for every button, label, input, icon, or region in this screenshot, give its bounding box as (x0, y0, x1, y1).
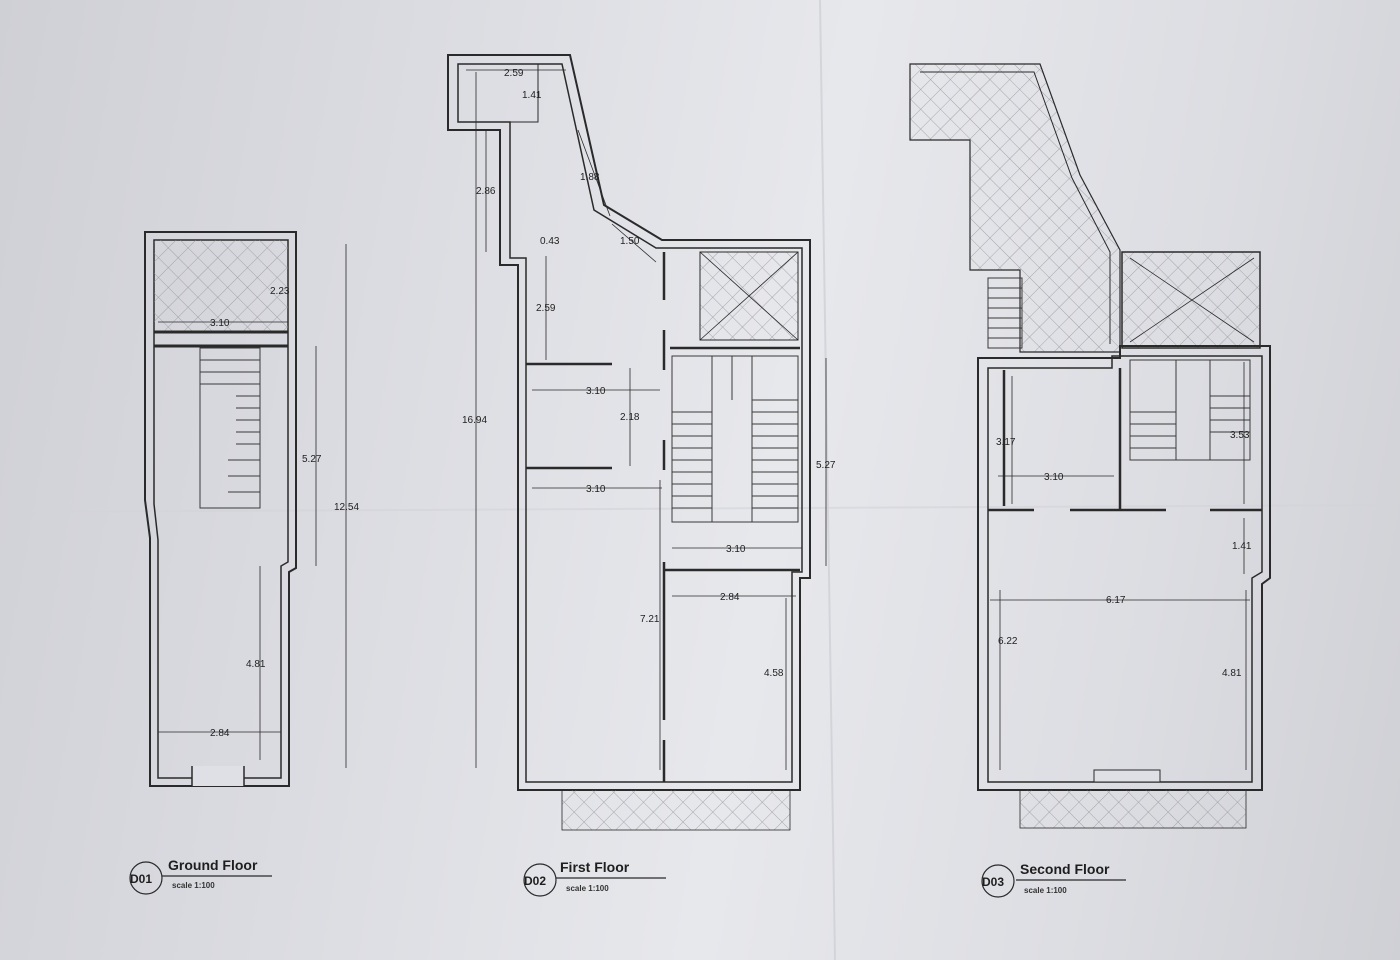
first-floor-title: D02 First Floor scale 1:100 (523, 859, 666, 897)
dimension-label: 1.88 (580, 172, 600, 183)
plan-title: Second Floor (1020, 861, 1110, 877)
second-floor-plan: 3.17 3.10 3.53 1.41 6.17 6.22 4.81 (909, 63, 1271, 829)
hatched-area (561, 789, 791, 831)
second-floor-title: D03 Second Floor scale 1:100 (981, 861, 1126, 898)
dimension-label: 2.18 (620, 412, 640, 423)
dimension-label: 12.54 (334, 502, 359, 513)
dimension-label: 3.53 (1230, 430, 1250, 441)
dimension-label: 5.27 (302, 454, 322, 465)
staircase (199, 347, 261, 509)
dimension-label: 5.27 (816, 460, 836, 471)
dimension-label: 3.10 (1044, 472, 1064, 483)
dimension-label: 1.50 (620, 236, 640, 247)
dimension-label: 2.59 (504, 68, 524, 79)
dimension-label: 4.81 (246, 659, 266, 670)
plan-scale: scale 1:100 (1024, 886, 1067, 895)
dimension-label: 6.17 (1106, 595, 1126, 606)
dimension-label: 3.10 (210, 318, 230, 329)
drawing-code: D02 (524, 874, 546, 888)
first-floor-plan: 2.59 1.41 1.88 2.86 1.50 0.43 2.59 16.94… (447, 54, 836, 831)
dimension-label: 6.22 (998, 636, 1018, 647)
hatched-area (909, 63, 1121, 353)
dimension-label: 2.86 (476, 186, 496, 197)
hatched-area (154, 240, 288, 332)
plan-scale: scale 1:100 (172, 881, 215, 890)
staircase (1129, 359, 1251, 461)
dimension-label: 2.84 (720, 592, 740, 603)
dimension-label: 2.23 (270, 286, 290, 297)
plan-scale: scale 1:100 (566, 884, 609, 893)
staircase (987, 277, 1023, 349)
dimension-label: 3.17 (996, 437, 1016, 448)
staircase (671, 355, 799, 523)
ground-floor-plan: 2.23 3.10 5.27 12.54 4.81 2.84 (144, 231, 359, 787)
dimension-label: 3.10 (726, 544, 746, 555)
plan-title: First Floor (560, 859, 630, 875)
drawing-code: D01 (130, 872, 152, 886)
drawing-code: D03 (982, 875, 1004, 889)
dimension-label: 1.41 (1232, 541, 1252, 552)
dimension-label: 3.10 (586, 386, 606, 397)
dimension-label: 2.59 (536, 303, 556, 314)
paper-fold (819, 0, 836, 960)
dimension-label: 4.58 (764, 668, 784, 679)
dimension-label: 1.41 (522, 90, 542, 101)
dimension-label: 16.94 (462, 415, 487, 426)
dimension-label: 3.10 (586, 484, 606, 495)
dimension-label: 2.84 (210, 728, 230, 739)
plan-title: Ground Floor (168, 857, 258, 873)
ground-floor-title: D01 Ground Floor scale 1:100 (129, 857, 272, 895)
dimension-label: 7.21 (640, 614, 660, 625)
dimension-label: 0.43 (540, 236, 560, 247)
dimension-label: 4.81 (1222, 668, 1242, 679)
hatched-area (1019, 789, 1247, 829)
